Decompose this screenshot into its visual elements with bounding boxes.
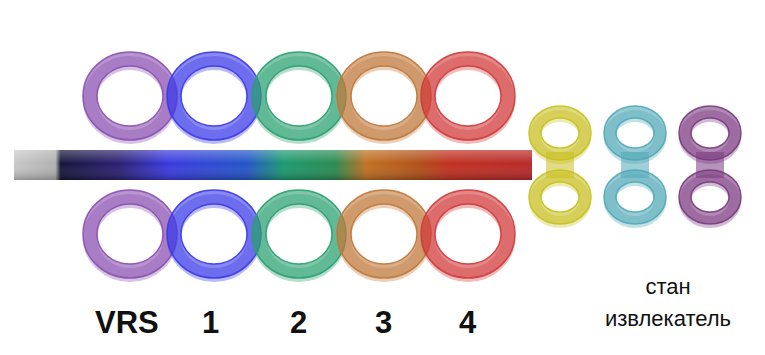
roll-top [174,59,254,133]
roll-top [344,59,424,133]
roll-bottom-inner-edge [266,204,332,264]
roll-top-inner-edge [181,66,247,126]
roll-bottom-outer-edge [83,190,177,278]
extractor-roll-bottom [685,176,735,218]
roll-top-inner-edge [266,66,332,126]
roll-top-outer-edge [421,52,515,140]
extractor-roll-bottom [535,176,585,218]
extractor-roll-top-inner-edge [616,118,654,148]
extractor-bar [546,152,574,178]
roll-top-outer-edge [252,52,346,140]
roll-bottom-inner-edge [351,204,417,264]
roll-bottom-inner-edge [435,204,501,264]
extractor-roll-bottom-inner-edge [616,182,654,212]
bar-shine [14,150,532,180]
extractor-roll-bottom-outer-edge [529,170,591,224]
roll-top-inner-edge [435,66,501,126]
extractor-roll-bottom-inner-edge [541,182,579,212]
roll-bottom-outer-edge [167,190,261,278]
extractor-roll-top-inner-edge [541,118,579,148]
roll-top [428,59,508,133]
stand-number: 1 [202,305,219,341]
extractor-bar [696,152,724,178]
extractor-roll-top [535,112,585,154]
extractor-label: стан извлекатель [598,271,738,335]
stand-number: 2 [290,305,307,341]
roll-top-outer-edge [83,52,177,140]
extractor-roll-bottom-outer-edge [679,170,741,224]
roll-bottom-inner-edge [97,204,163,264]
extractor-roll-top-outer-edge [679,106,741,160]
extractor-roll-top [610,112,660,154]
extractor-roll-bottom-outer-edge [604,170,666,224]
roll-bottom [428,197,508,271]
extractor-roll-top [685,112,735,154]
roll-top-inner-edge [97,66,163,126]
bar [14,150,532,180]
roll-bottom-outer-edge [421,190,515,278]
roll-bottom-outer-edge [252,190,346,278]
stand-number: 4 [459,305,476,341]
extractor-bar [621,152,649,178]
roll-top [90,59,170,133]
roll-bottom-inner-edge [181,204,247,264]
roll-top-outer-edge [167,52,261,140]
roll-bottom-outer-edge [337,190,431,278]
roll-bottom [90,197,170,271]
roll-bottom [259,197,339,271]
extractor-roll-bottom [610,176,660,218]
roll-top-outer-edge [337,52,431,140]
extractor-roll-top-inner-edge [691,118,729,148]
roll-bottom [344,197,424,271]
stand-number: 3 [375,305,392,341]
extractor-roll-bottom-inner-edge [691,182,729,212]
roll-top [259,59,339,133]
extractor-roll-top-outer-edge [604,106,666,160]
extractor-roll-top-outer-edge [529,106,591,160]
stand-label: VRS [95,305,159,341]
roll-top-inner-edge [351,66,417,126]
roll-bottom [174,197,254,271]
